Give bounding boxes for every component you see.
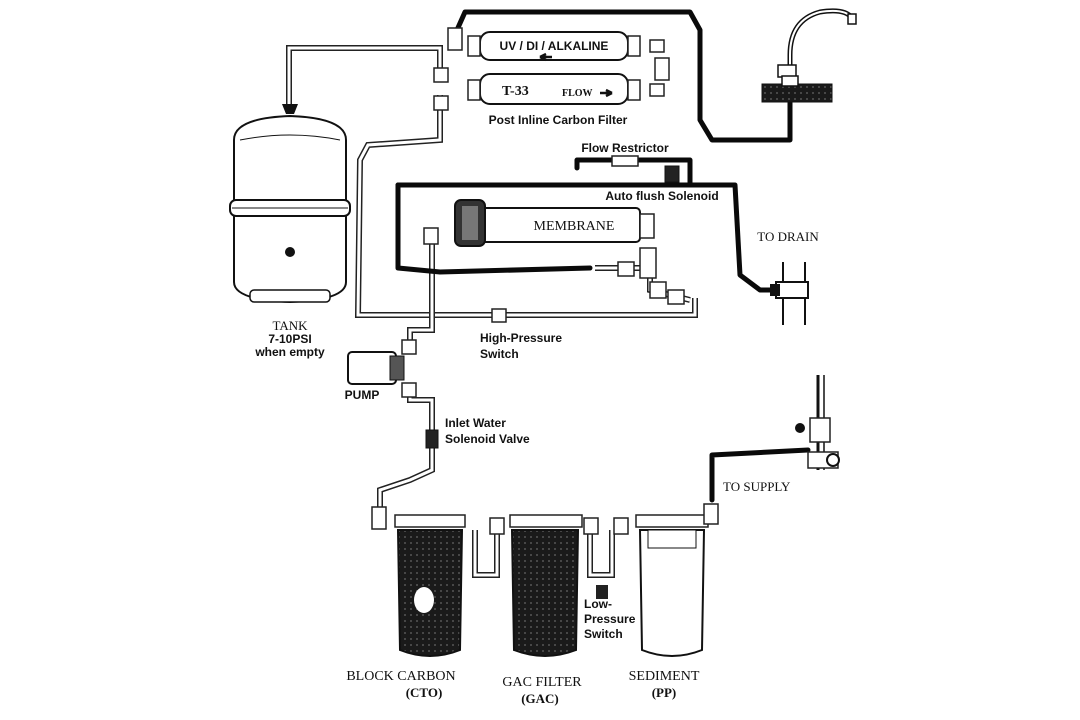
thick-tubing — [395, 9, 811, 503]
sediment-code: (PP) — [652, 685, 677, 700]
tank-icon — [229, 104, 351, 304]
uv-filter-label: UV / DI / ALKALINE — [500, 39, 609, 53]
inlet-label-1: Inlet Water — [445, 416, 506, 430]
gac-housing — [489, 514, 599, 657]
auto-flush-label: Auto flush Solenoid — [605, 189, 718, 203]
high-pressure-label-2: Switch — [480, 347, 519, 361]
membrane-housing-icon — [423, 199, 685, 305]
pump-label: PUMP — [345, 388, 380, 402]
block-carbon-label: BLOCK CARBON — [346, 669, 455, 684]
low-pressure-label-1: Low- — [584, 597, 612, 611]
tank-pressure: 7-10PSI — [268, 332, 311, 346]
uv-di-alkaline-filter: UV / DI / ALKALINE — [467, 31, 641, 62]
arrow-left-icon — [539, 52, 552, 62]
high-pressure-label-1: High-Pressure — [480, 331, 562, 345]
membrane-label: MEMBRANE — [534, 219, 615, 234]
tank-title: TANK — [272, 318, 308, 333]
block-carbon-code: (CTO) — [406, 685, 443, 700]
high-pressure-switch — [491, 308, 507, 323]
supply-valve — [795, 375, 840, 470]
inlet-label-2: Solenoid Valve — [445, 432, 530, 446]
flow-restrictor-label: Flow Restrictor — [581, 141, 669, 155]
low-pressure-label-2: Pressure — [584, 612, 636, 626]
arrow-right-icon — [600, 88, 613, 98]
flow-label: FLOW — [562, 88, 593, 99]
flow-restrictor — [611, 155, 639, 167]
drain-pipe — [770, 262, 809, 325]
auto-flush-solenoid — [664, 165, 680, 183]
inlet-solenoid-valve — [425, 429, 439, 449]
faucet-icon — [761, 8, 857, 103]
block-carbon-housing — [371, 506, 466, 657]
pump-icon — [347, 339, 417, 398]
t33-filter: T-33 FLOW — [467, 73, 641, 105]
gac-code: (GAC) — [521, 691, 559, 706]
to-drain-label: TO DRAIN — [757, 229, 819, 244]
low-pressure-label-3: Switch — [584, 627, 623, 641]
sediment-label: SEDIMENT — [629, 669, 700, 684]
sediment-housing — [613, 503, 719, 657]
post-filter-caption: Post Inline Carbon Filter — [489, 113, 628, 127]
tank-note: when empty — [254, 345, 325, 359]
low-pressure-switch — [596, 585, 608, 599]
to-supply-label: TO SUPPLY — [723, 479, 791, 494]
t33-label: T-33 — [502, 84, 529, 99]
gac-filter-label: GAC FILTER — [502, 675, 582, 690]
post-filter-fittings — [433, 27, 670, 111]
